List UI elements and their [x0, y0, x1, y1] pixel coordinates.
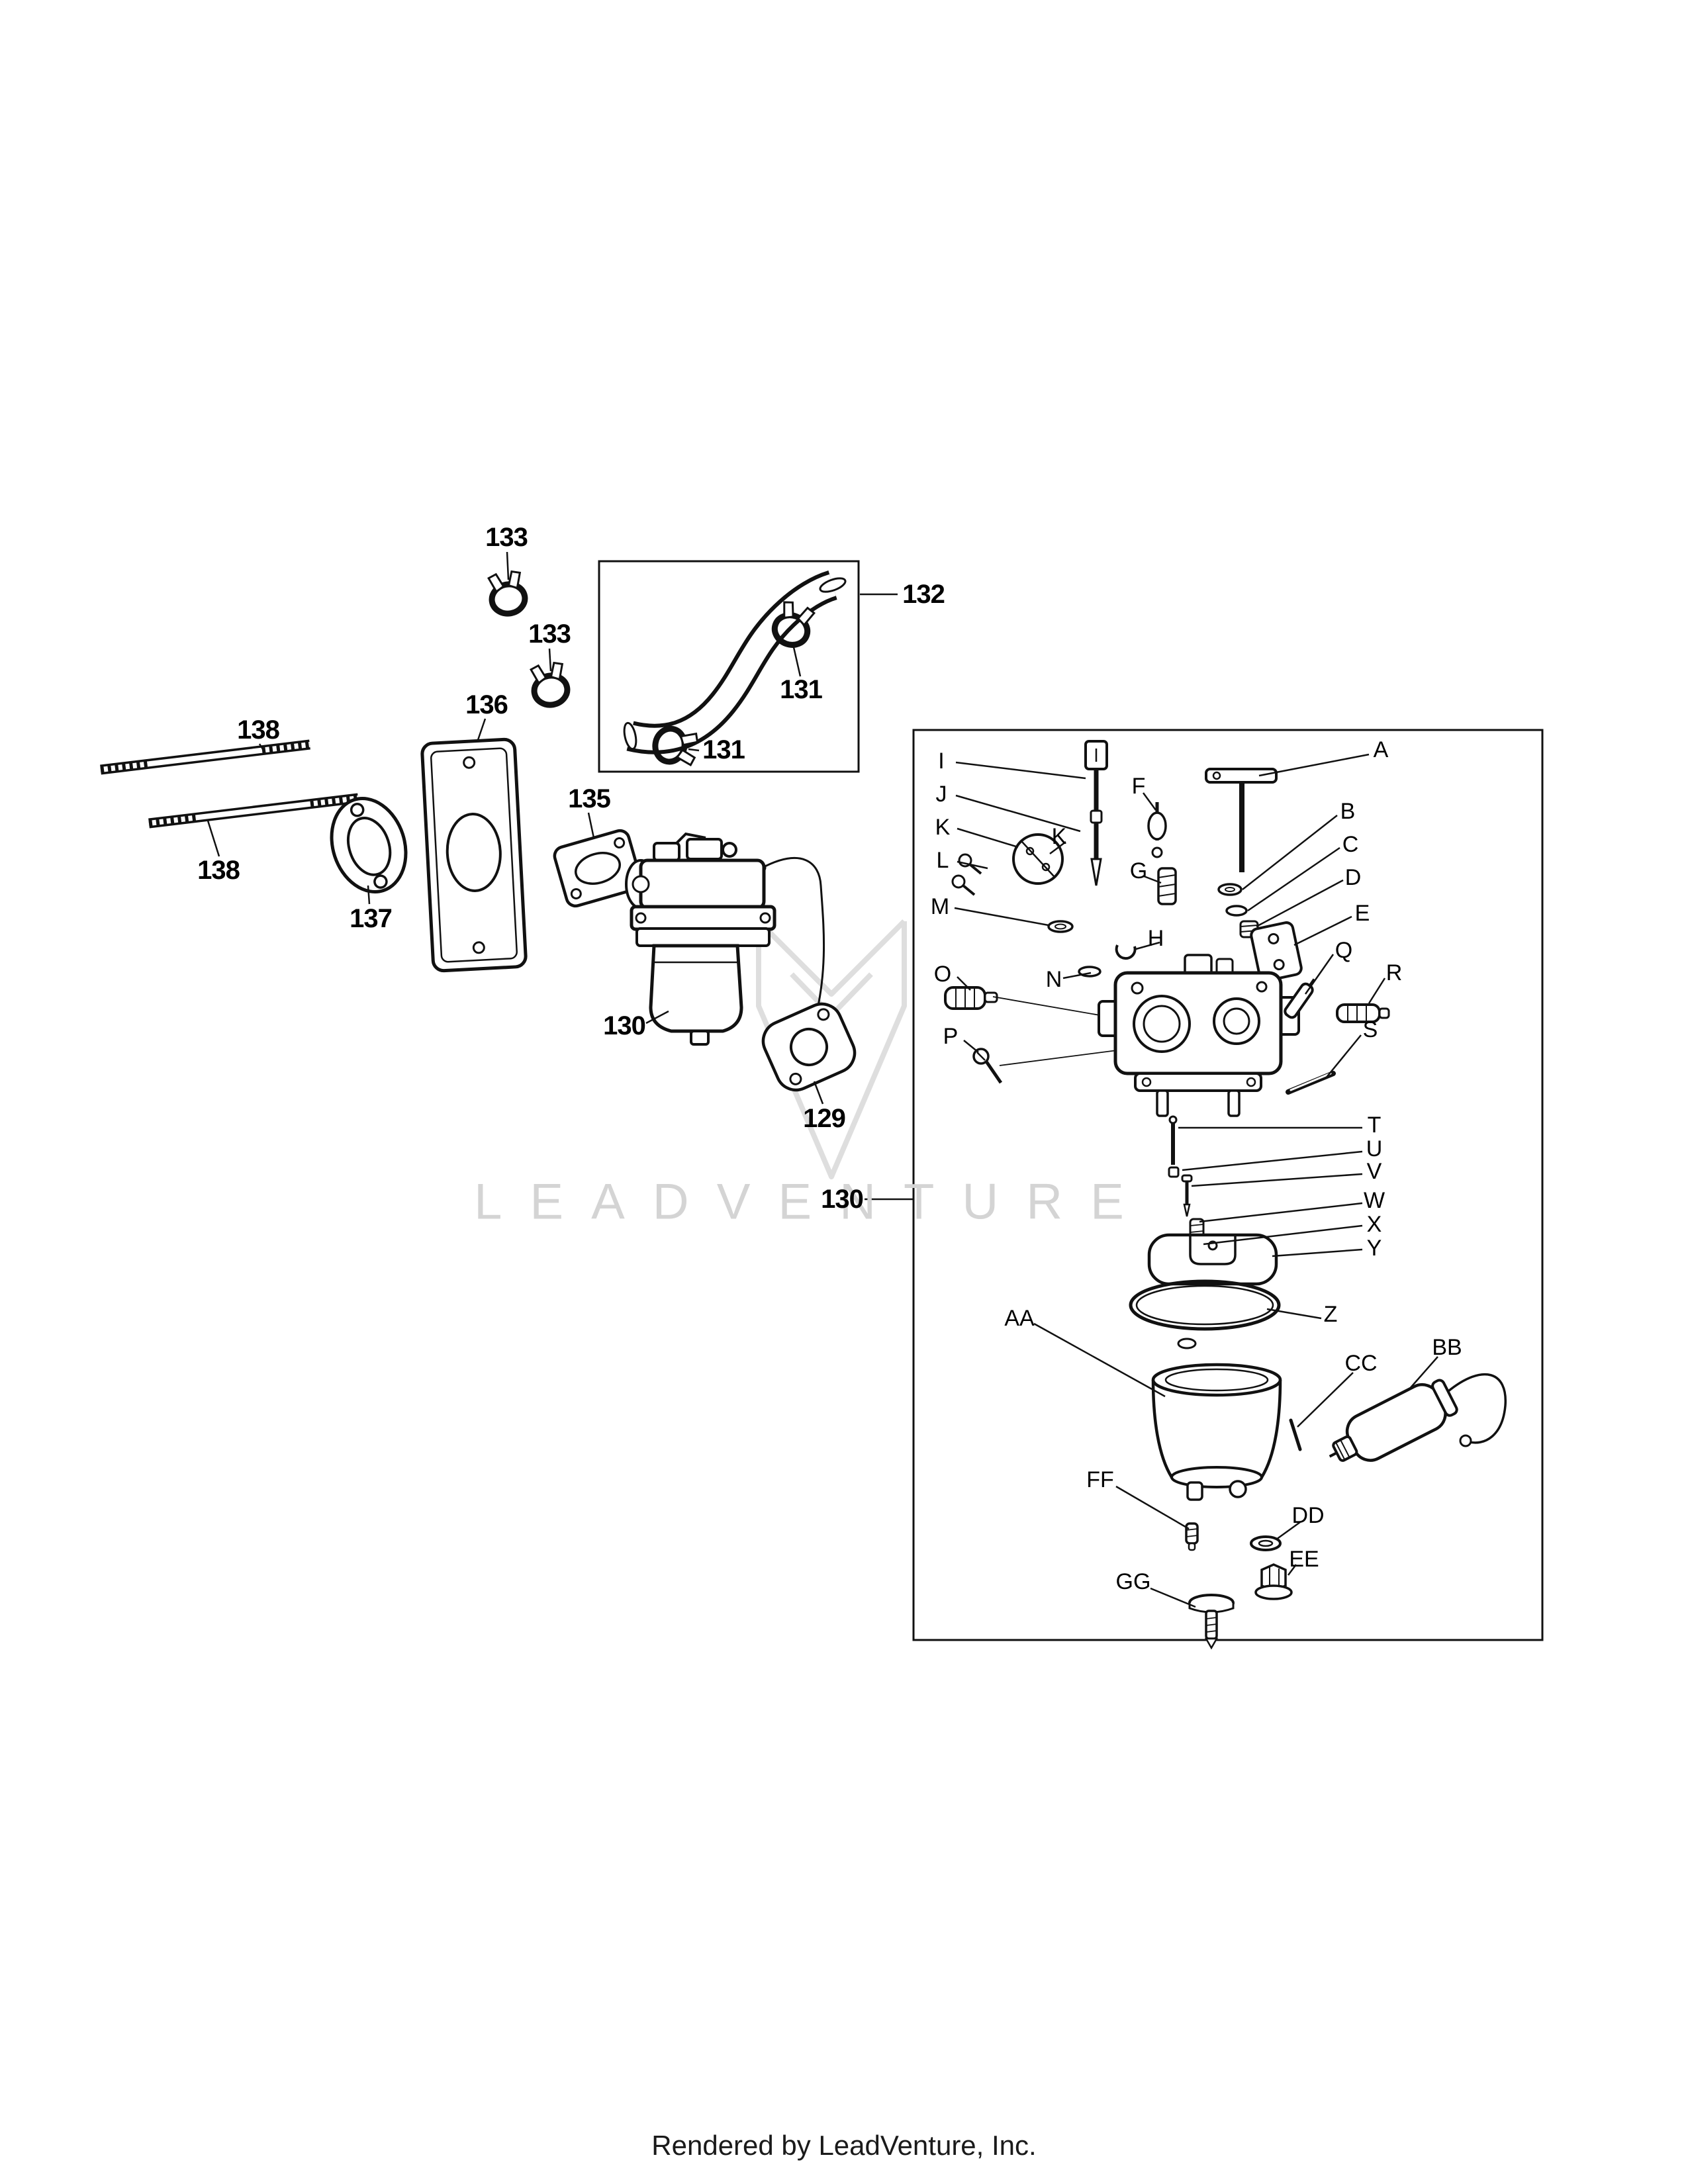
part-r-jet: [1336, 1003, 1390, 1023]
part-136-heat-shield: [420, 737, 528, 973]
part-label-I: I: [938, 749, 945, 774]
part-label-K: K: [1051, 824, 1067, 849]
part-o-knob: [944, 986, 998, 1010]
part-label-131: 131: [702, 735, 745, 764]
part-label-130: 130: [603, 1011, 646, 1040]
part-label-L: L: [936, 848, 949, 873]
part-b-washer: [1217, 883, 1243, 896]
part-label-N: N: [1045, 967, 1062, 992]
part-label-133: 133: [528, 619, 571, 649]
part-label-S: S: [1362, 1017, 1378, 1042]
part-m-washer: [1047, 920, 1074, 933]
part-label-BB: BB: [1432, 1335, 1462, 1360]
part-label-O: O: [933, 962, 952, 987]
part-l-screws: [951, 853, 982, 896]
part-s-pin: [1286, 1071, 1336, 1095]
part-g-spring: [1157, 867, 1177, 905]
part-label-U: U: [1366, 1136, 1383, 1161]
part-cc-pin: [1289, 1418, 1302, 1451]
part-133-clamp: [487, 570, 527, 616]
part-ee-drain-bolt: [1254, 1563, 1293, 1600]
part-f-choke-shaft: [1147, 802, 1167, 858]
part-label-H: H: [1147, 926, 1164, 951]
part-label-130: 130: [821, 1185, 864, 1214]
part-p-screw: [972, 1048, 1003, 1084]
part-label-E: E: [1354, 901, 1370, 926]
part-label-138: 138: [197, 856, 240, 885]
part-label-T: T: [1367, 1113, 1382, 1138]
part-135-gasket: [553, 829, 643, 908]
part-133-clamp: [530, 661, 569, 707]
part-label-Z: Z: [1323, 1302, 1338, 1327]
carburetor-exploded-box: [912, 729, 1544, 1641]
part-label-Q: Q: [1335, 938, 1353, 963]
part-label-V: V: [1366, 1159, 1382, 1184]
part-h-clip: [1115, 944, 1137, 960]
part-label-F: F: [1131, 774, 1146, 799]
part-a-throttle-shaft: [1205, 768, 1278, 872]
part-label-137: 137: [350, 904, 393, 933]
part-k-choke-plate: [1012, 833, 1064, 885]
part-bb-fuel-solenoid: [1329, 1373, 1507, 1462]
part-137-gasket: [330, 797, 408, 893]
part-label-X: X: [1366, 1212, 1382, 1237]
part-label-133: 133: [485, 523, 528, 552]
part-label-CC: CC: [1344, 1351, 1378, 1376]
part-label-138: 138: [237, 715, 280, 745]
hose-inset-box: [598, 560, 860, 773]
watermark-text: LEADVENTURE: [474, 1173, 1152, 1230]
part-label-EE: EE: [1289, 1547, 1319, 1572]
part-label-W: W: [1363, 1188, 1385, 1213]
part-label-129: 129: [803, 1104, 846, 1133]
part-dd-washer: [1250, 1535, 1282, 1551]
leader-lines: [207, 551, 1438, 1608]
part-label-P: P: [943, 1024, 959, 1049]
part-label-132: 132: [902, 580, 945, 609]
part-c-washer: [1225, 905, 1248, 917]
part-label-GG: GG: [1115, 1569, 1151, 1594]
part-label-136: 136: [465, 690, 508, 719]
part-aa-float-bowl: [1151, 1363, 1282, 1501]
part-carburetor-body: [1098, 954, 1300, 1117]
part-q-nozzle: [1284, 978, 1315, 1019]
part-label-FF: FF: [1086, 1467, 1114, 1492]
part-label-M: M: [930, 894, 950, 919]
part-z-o-ring: [1129, 1279, 1281, 1349]
part-label-K: K: [935, 815, 951, 840]
part-label-J: J: [935, 782, 947, 807]
part-gg-bowl-screw: [1188, 1594, 1235, 1650]
footer-text: Rendered by LeadVenture, Inc.: [651, 2130, 1037, 2161]
part-e-bracket: [1250, 921, 1303, 982]
part-label-G: G: [1129, 858, 1148, 884]
part-129-gasket: [761, 1002, 857, 1092]
part-132-hose: [623, 570, 847, 754]
part-label-Y: Y: [1366, 1236, 1382, 1261]
part-label-AA: AA: [1004, 1306, 1035, 1331]
part-label-C: C: [1342, 832, 1359, 857]
part-float-needle: [1084, 740, 1108, 886]
part-label-DD: DD: [1291, 1503, 1325, 1528]
part-y-float: [1147, 1233, 1278, 1286]
part-label-R: R: [1385, 960, 1403, 985]
part-138-studs: [100, 739, 359, 829]
part-label-D: D: [1344, 865, 1362, 890]
part-label-131: 131: [780, 675, 823, 704]
part-label-B: B: [1340, 799, 1356, 824]
part-label-135: 135: [568, 784, 611, 813]
part-label-A: A: [1373, 737, 1389, 762]
